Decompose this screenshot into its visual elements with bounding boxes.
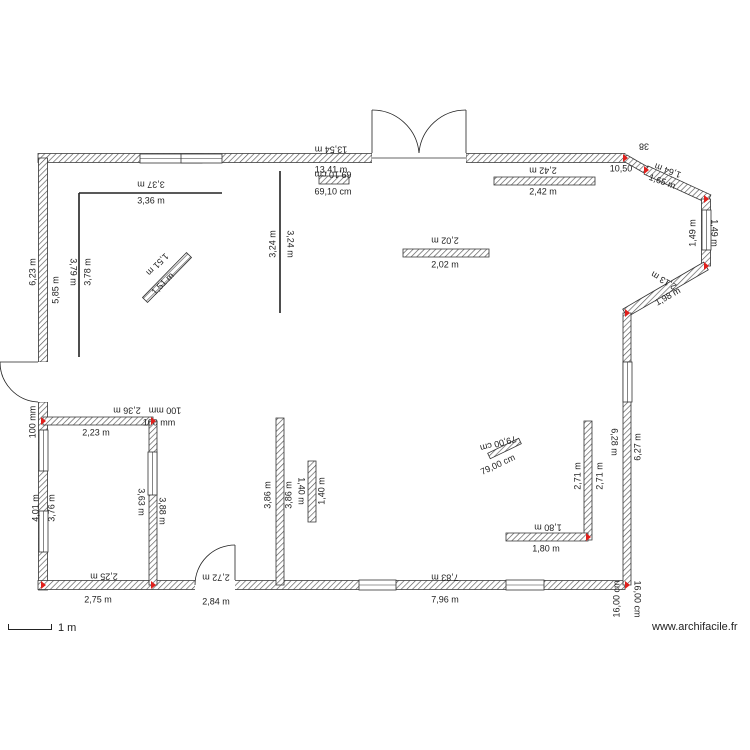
scale-label: 1 m bbox=[58, 622, 77, 634]
dimension-label: 1,80 m bbox=[532, 543, 560, 553]
junction-marker bbox=[586, 533, 591, 541]
watermark: www.archifacile.fr bbox=[652, 621, 738, 633]
dimension-label: 3,76 m bbox=[46, 494, 56, 522]
junction-marker bbox=[625, 581, 630, 589]
wall bbox=[38, 157, 48, 363]
dimension-label: 7,96 m bbox=[431, 594, 459, 604]
interior-door-arc bbox=[194, 544, 236, 586]
wall bbox=[318, 175, 350, 185]
dimension-label: 13,54 m bbox=[315, 145, 348, 155]
dimension-label: 16,00 cm bbox=[611, 580, 621, 617]
wall bbox=[402, 248, 490, 258]
wall bbox=[583, 420, 593, 541]
dimension-label: 2,02 m bbox=[431, 236, 459, 246]
dimension-label: 3,78 m bbox=[82, 258, 92, 286]
junction-marker bbox=[623, 154, 628, 162]
wall bbox=[505, 532, 589, 542]
wall bbox=[275, 417, 285, 586]
junction-marker bbox=[625, 309, 630, 317]
dimension-label: 2,23 m bbox=[82, 427, 110, 437]
junction-marker bbox=[704, 262, 709, 270]
dimension-label: 3,63 m bbox=[137, 488, 147, 516]
dimension-label: 1,49 m bbox=[687, 219, 697, 247]
dimension-label: 2,71 m bbox=[572, 462, 582, 490]
dimension-label: 16,00 cm bbox=[633, 580, 643, 617]
dimension-label: 38 bbox=[639, 142, 649, 152]
dimension-label: 3,36 m bbox=[137, 195, 165, 205]
wall bbox=[622, 312, 632, 363]
dimension-label: 2,25 m bbox=[90, 572, 118, 582]
side-door-gap bbox=[38, 362, 48, 402]
dimension-label: 2,71 m bbox=[594, 462, 604, 490]
junction-marker bbox=[151, 417, 156, 425]
dimension-label: 10,50 bbox=[610, 163, 633, 173]
dimension-label: 2,75 m bbox=[84, 594, 112, 604]
dimension-label: 6,28 m bbox=[610, 428, 620, 456]
dimension-label: 6,23 m bbox=[27, 258, 37, 286]
scale-bar bbox=[8, 624, 52, 630]
junction-marker bbox=[41, 581, 46, 589]
side-door-arc bbox=[0, 362, 39, 403]
dimension-label: 13,41 m bbox=[315, 164, 348, 174]
patio-door-arc bbox=[418, 109, 467, 154]
dimension-label: 3,24 m bbox=[286, 230, 296, 258]
dimension-label: 5,85 m bbox=[50, 276, 60, 304]
junction-marker bbox=[151, 581, 156, 589]
dimension-label: 2,02 m bbox=[431, 259, 459, 269]
dimension-label: 100 mm bbox=[27, 406, 37, 439]
dimension-label: 1,49 m bbox=[710, 219, 720, 247]
dimension-label: 6,27 m bbox=[632, 433, 642, 461]
dimension-label: 100 mm bbox=[143, 417, 176, 427]
dimension-label: 2,42 m bbox=[529, 166, 557, 176]
dimension-label: 1,40 m bbox=[316, 477, 326, 505]
dimension-label: 3,88 m bbox=[158, 497, 168, 525]
dimension-label: 3,86 m bbox=[283, 481, 293, 509]
junction-marker bbox=[704, 195, 709, 203]
dimension-label: 79,00 cm bbox=[479, 452, 517, 477]
wall bbox=[42, 416, 154, 426]
wall bbox=[493, 176, 596, 186]
junction-marker bbox=[644, 166, 649, 174]
dimension-label: 69,10 cm bbox=[314, 186, 351, 196]
dimension-label: 69,10 cm bbox=[314, 170, 351, 180]
wall bbox=[307, 460, 317, 523]
dimension-label: 1,80 m bbox=[534, 523, 562, 533]
dimension-label: 1,40 m bbox=[297, 477, 307, 505]
dimension-label: 3,79 m bbox=[69, 258, 79, 286]
dimension-label: 3,86 m bbox=[262, 481, 272, 509]
dimension-label: 2,42 m bbox=[529, 186, 557, 196]
dimension-label: 2,36 m bbox=[113, 406, 141, 416]
dimension-label: 2,72 m bbox=[202, 573, 230, 583]
dimension-label: 2,84 m bbox=[202, 596, 230, 606]
dimension-label: 3,24 m bbox=[267, 230, 277, 258]
dimension-label: 7,83 m bbox=[431, 573, 459, 583]
dimension-label: 100 mm bbox=[149, 406, 182, 416]
wall bbox=[141, 251, 193, 304]
wall bbox=[487, 437, 522, 460]
dimension-label: 3,37 m bbox=[137, 180, 165, 190]
wall bbox=[465, 153, 626, 163]
patio-door-arc bbox=[371, 109, 420, 154]
wall bbox=[622, 261, 709, 318]
wall bbox=[148, 420, 158, 586]
junction-marker bbox=[41, 417, 46, 425]
dimension-label: 4,01 m bbox=[30, 494, 40, 522]
interior-door-gap bbox=[195, 580, 235, 590]
